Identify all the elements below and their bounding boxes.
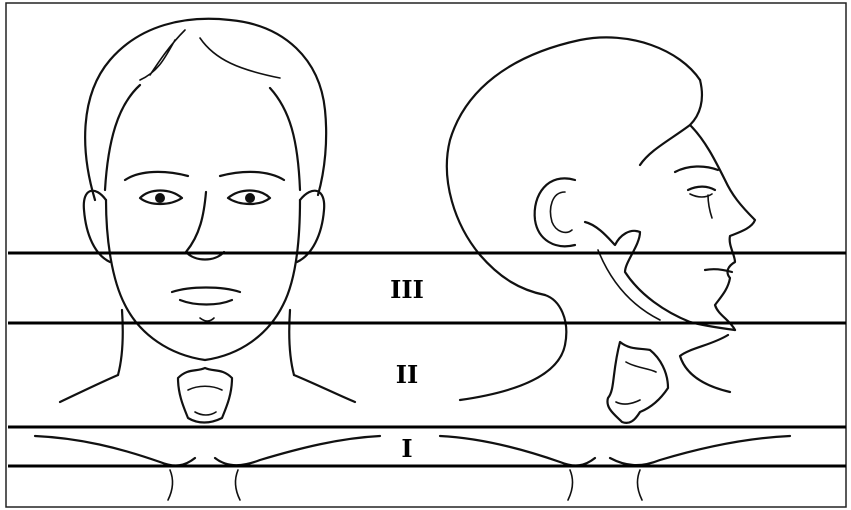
zone-i-label: I xyxy=(401,434,412,463)
front-left-pupil xyxy=(155,193,165,203)
figure-frame xyxy=(6,3,846,507)
zone-ii-label: II xyxy=(396,360,418,389)
front-right-pupil xyxy=(245,193,255,203)
zone-iii-label: III xyxy=(390,275,424,304)
